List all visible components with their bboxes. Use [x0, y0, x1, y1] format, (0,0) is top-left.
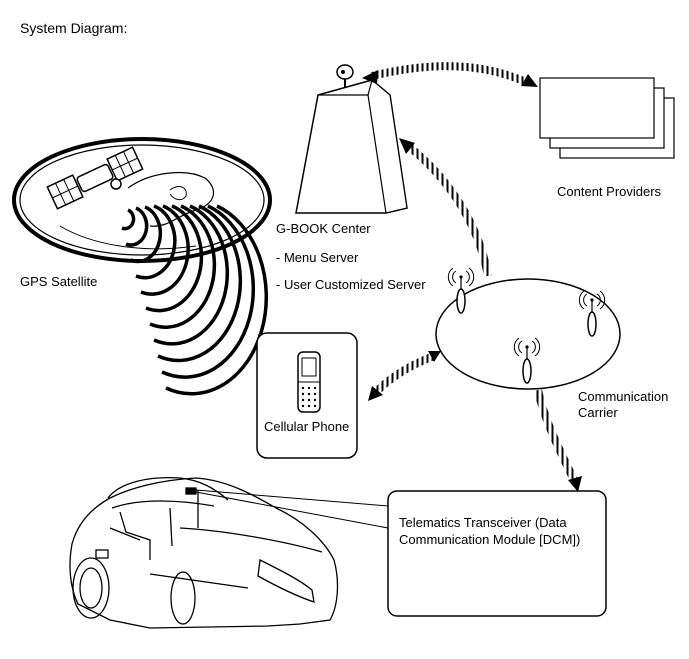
gps-satellite-label: GPS Satellite — [20, 274, 98, 289]
gbook-center-item-menu-server: - Menu Server — [276, 250, 359, 265]
telematics-label-line1: Telematics Transceiver (Data — [399, 515, 567, 530]
diagram-title: System Diagram: — [20, 20, 128, 36]
link-center-to-providers — [362, 62, 538, 87]
telematics-callout — [195, 489, 607, 617]
communication-carrier-area — [435, 278, 621, 390]
cellular-phone-label: Cellular Phone — [264, 419, 350, 434]
cellular-phone-icon — [297, 351, 321, 413]
antenna-tower-icon — [578, 290, 606, 337]
gps-satellite-icon — [46, 146, 144, 210]
communication-carrier-label-line1: Communication — [578, 389, 669, 404]
antenna-tower-icon — [513, 337, 541, 384]
communication-carrier-label-line2: Carrier — [578, 405, 618, 420]
gbook-center-item-user-server: - User Customized Server — [276, 277, 426, 292]
content-providers-icon — [539, 77, 675, 159]
content-providers-label: Content Providers — [557, 184, 662, 199]
telematics-label-line2: Communication Module [DCM]) — [399, 532, 581, 547]
gps-signal-waves — [121, 204, 269, 396]
antenna-tower-icon — [447, 267, 475, 314]
link-carrier-to-phone — [368, 351, 441, 401]
car-icon — [69, 476, 339, 629]
gbook-center-building — [295, 64, 408, 214]
link-carrier-to-car — [534, 389, 582, 492]
link-carrier-to-center — [399, 138, 492, 277]
gbook-center-label: G-BOOK Center — [276, 221, 371, 236]
